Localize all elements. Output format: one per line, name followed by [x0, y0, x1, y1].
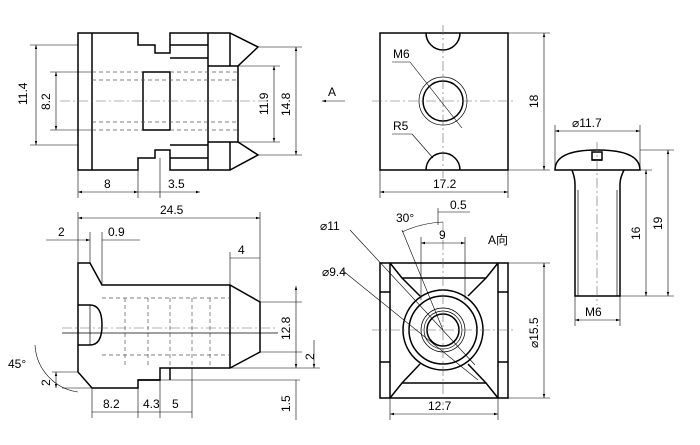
dim-12-7: 12.7 — [428, 399, 452, 413]
side-view-top: M6 R5 17.2 18 — [372, 25, 550, 198]
dim-9: 9 — [439, 228, 446, 242]
dim-2-top: 2 — [58, 225, 65, 239]
screw-m6: M6 — [585, 305, 602, 319]
front-view-top: 11.4 8.2 11.9 14.8 8 3.5 A — [16, 32, 345, 198]
angle-45: 45° — [8, 357, 26, 371]
view-arrow-a: A — [328, 85, 336, 99]
label-dia-9-4: ⌀9.4 — [322, 265, 346, 279]
dim-4: 4 — [238, 243, 245, 257]
view-a: ⌀11 ⌀9.4 30° 0.5 9 A向 ⌀15.5 12.7 — [320, 198, 550, 420]
dim-5: 5 — [172, 397, 179, 411]
view-a-label: A向 — [488, 232, 508, 247]
dim-4-3: 4.3 — [143, 397, 160, 411]
dim-8-2: 8.2 — [39, 93, 53, 110]
dim-0-5: 0.5 — [450, 198, 467, 212]
label-r5: R5 — [393, 119, 409, 133]
dim-2-right: 2 — [303, 353, 317, 360]
front-view-bottom: 24.5 2 0.9 4 12.8 2 1.5 45° 2 — [8, 203, 320, 420]
dim-dia-11-7: ⌀11.7 — [572, 116, 602, 130]
dim-8: 8 — [104, 177, 111, 191]
dim-11-9: 11.9 — [257, 92, 271, 115]
dim-8-2-bottom: 8.2 — [103, 397, 120, 411]
screw-view: ⌀11.7 16 19 M6 — [554, 116, 674, 326]
label-m6: M6 — [393, 47, 410, 61]
dim-16: 16 — [629, 226, 643, 240]
angle-30: 30° — [396, 211, 414, 225]
dim-2-left: 2 — [39, 379, 53, 386]
dim-17-2: 17.2 — [433, 177, 457, 191]
dim-1-5: 1.5 — [279, 395, 293, 412]
dim-11-4: 11.4 — [16, 82, 30, 105]
dim-0-9: 0.9 — [108, 225, 125, 239]
label-dia-11: ⌀11 — [320, 219, 340, 233]
dim-19: 19 — [651, 216, 665, 230]
dim-3-5: 3.5 — [168, 177, 185, 191]
dim-dia-15-5: ⌀15.5 — [527, 317, 541, 348]
dim-12-8: 12.8 — [279, 316, 293, 340]
dim-14-8: 14.8 — [279, 92, 293, 116]
dim-18: 18 — [527, 94, 541, 108]
dim-24-5: 24.5 — [160, 203, 184, 217]
